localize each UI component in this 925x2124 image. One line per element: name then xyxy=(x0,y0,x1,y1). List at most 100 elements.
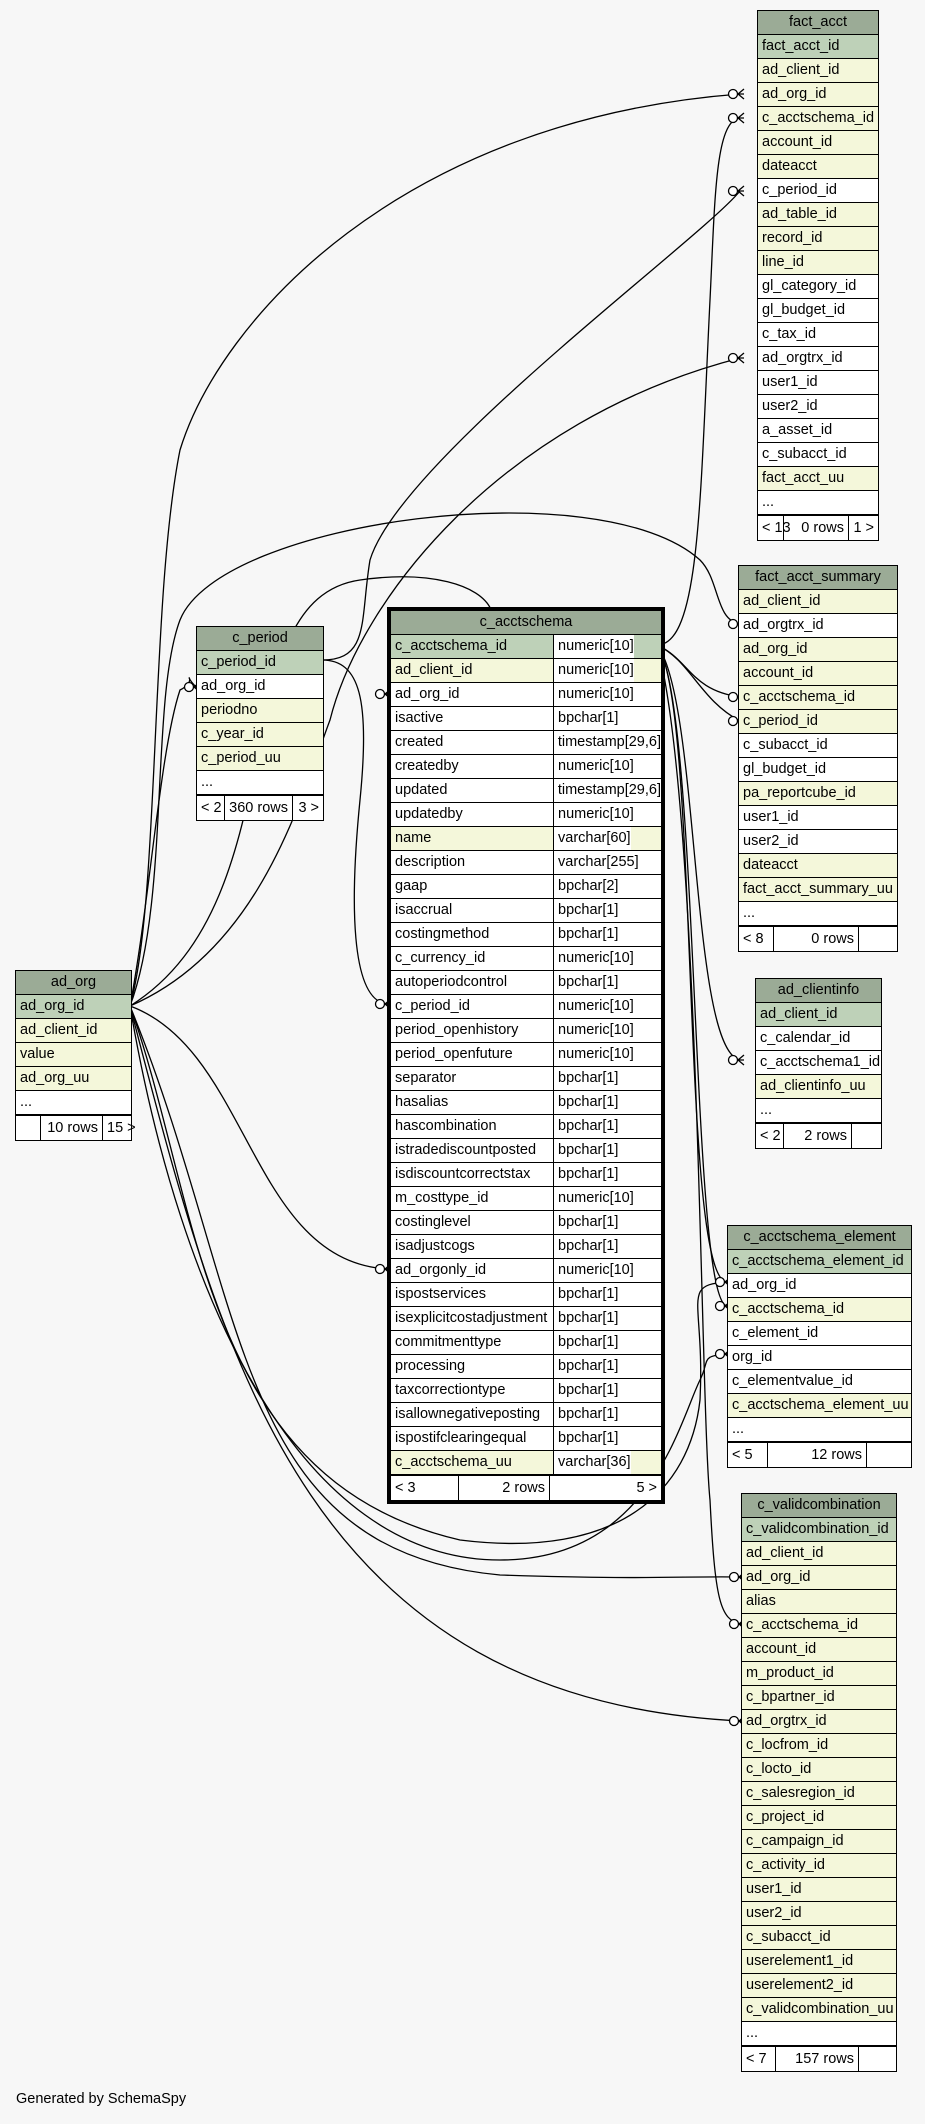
footer-children[interactable]: 1 > xyxy=(853,520,874,536)
column-row[interactable]: account_id xyxy=(758,131,878,155)
column-row[interactable]: c_period_id xyxy=(197,651,323,675)
column-row[interactable]: c_period_id xyxy=(739,710,897,734)
table-title[interactable]: ad_clientinfo xyxy=(756,979,881,1003)
column-row[interactable]: value xyxy=(16,1043,131,1067)
column-row[interactable]: ... xyxy=(739,902,897,926)
footer-parents[interactable]: < 8 xyxy=(739,927,774,951)
column-row[interactable]: m_product_id xyxy=(742,1662,896,1686)
column-row[interactable]: c_subacct_id xyxy=(758,443,878,467)
column-row[interactable]: dateacct xyxy=(739,854,897,878)
column-row[interactable]: userelement2_id xyxy=(742,1974,896,1998)
column-row[interactable]: ad_client_id xyxy=(742,1542,896,1566)
column-row[interactable]: fact_acct_uu xyxy=(758,467,878,491)
column-row[interactable]: ad_orgtrx_id xyxy=(739,614,897,638)
column-row[interactable]: ad_org_uu xyxy=(16,1067,131,1091)
column-row[interactable]: ad_client_id xyxy=(756,1003,881,1027)
column-row[interactable]: c_period_id xyxy=(758,179,878,203)
column-row[interactable]: user2_id xyxy=(739,830,897,854)
column-row[interactable]: ... xyxy=(742,2022,896,2046)
column-row[interactable]: a_asset_id xyxy=(758,419,878,443)
footer-children[interactable]: 15 > xyxy=(107,1120,136,1136)
table-title[interactable]: c_acctschema xyxy=(391,611,661,635)
column-row[interactable]: user1_id xyxy=(758,371,878,395)
column-row[interactable]: ad_org_id xyxy=(728,1274,911,1298)
column-row[interactable]: ad_org_id xyxy=(197,675,323,699)
column-row[interactable]: c_acctschema1_id xyxy=(756,1051,881,1075)
table-title[interactable]: c_period xyxy=(197,627,323,651)
footer-children[interactable]: 5 > xyxy=(636,1480,657,1496)
column-row[interactable]: c_elementvalue_id xyxy=(728,1370,911,1394)
column-row[interactable]: ad_orgtrx_id xyxy=(758,347,878,371)
column-row[interactable]: c_locto_id xyxy=(742,1758,896,1782)
footer-children[interactable] xyxy=(859,2047,896,2071)
column-row[interactable]: user2_id xyxy=(742,1902,896,1926)
column-row[interactable]: c_acctschema_element_id xyxy=(728,1250,911,1274)
column-row[interactable]: record_id xyxy=(758,227,878,251)
table-title[interactable]: fact_acct_summary xyxy=(739,566,897,590)
column-row[interactable]: account_id xyxy=(739,662,897,686)
column-row[interactable]: ad_table_id xyxy=(758,203,878,227)
column-row[interactable]: c_project_id xyxy=(742,1806,896,1830)
table-title[interactable]: c_validcombination xyxy=(742,1494,896,1518)
column-row[interactable]: ad_client_id xyxy=(16,1019,131,1043)
column-row[interactable]: c_subacct_id xyxy=(742,1926,896,1950)
footer-parents[interactable]: < 7 xyxy=(742,2047,776,2071)
column-row[interactable]: fact_acct_id xyxy=(758,35,878,59)
footer-parents[interactable]: < 3 xyxy=(391,1476,459,1500)
column-row[interactable]: c_bpartner_id xyxy=(742,1686,896,1710)
column-row[interactable]: c_calendar_id xyxy=(756,1027,881,1051)
column-row[interactable]: ... xyxy=(16,1091,131,1115)
column-row[interactable]: c_acctschema_id xyxy=(728,1298,911,1322)
table-title[interactable]: c_acctschema_element xyxy=(728,1226,911,1250)
column-row[interactable]: c_acctschema_element_uu xyxy=(728,1394,911,1418)
column-row[interactable]: ad_org_id xyxy=(739,638,897,662)
column-row[interactable]: c_salesregion_id xyxy=(742,1782,896,1806)
column-row[interactable]: c_locfrom_id xyxy=(742,1734,896,1758)
column-row[interactable]: userelement1_id xyxy=(742,1950,896,1974)
column-row[interactable]: org_id xyxy=(728,1346,911,1370)
column-row[interactable]: gl_budget_id xyxy=(758,299,878,323)
column-row[interactable]: ad_orgtrx_id xyxy=(742,1710,896,1734)
column-row[interactable]: c_year_id xyxy=(197,723,323,747)
column-row[interactable]: alias xyxy=(742,1590,896,1614)
column-row[interactable]: ad_clientinfo_uu xyxy=(756,1075,881,1099)
column-row[interactable]: ... xyxy=(758,491,878,515)
column-row[interactable]: user2_id xyxy=(758,395,878,419)
column-row[interactable]: ... xyxy=(756,1099,881,1123)
footer-parents[interactable]: < 5 xyxy=(728,1443,768,1467)
column-row[interactable]: c_element_id xyxy=(728,1322,911,1346)
column-row[interactable]: ad_client_id xyxy=(758,59,878,83)
column-row[interactable]: gl_category_id xyxy=(758,275,878,299)
footer-children[interactable] xyxy=(867,1443,911,1467)
column-row[interactable]: ad_org_id xyxy=(758,83,878,107)
column-row[interactable]: ... xyxy=(728,1418,911,1442)
footer-parents[interactable]: < 13 xyxy=(758,516,791,540)
column-row[interactable]: user1_id xyxy=(739,806,897,830)
column-row[interactable]: c_validcombination_id xyxy=(742,1518,896,1542)
column-row[interactable]: c_activity_id xyxy=(742,1854,896,1878)
column-row[interactable]: c_acctschema_id xyxy=(742,1614,896,1638)
